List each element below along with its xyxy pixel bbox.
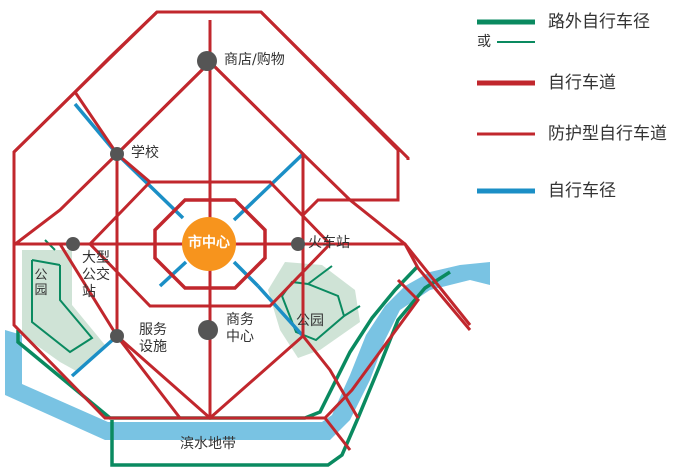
label-shopping: 商店/购物 xyxy=(224,52,285,68)
node-services xyxy=(110,329,124,343)
legend-offroad-label: 路外自行车径 xyxy=(548,12,650,32)
bike-lanes xyxy=(12,10,472,451)
legend-bike-path-label: 自行车径 xyxy=(548,181,616,201)
node-school xyxy=(110,147,124,161)
node-bus-station xyxy=(66,237,80,251)
park-left-area xyxy=(22,250,105,372)
label-park-left: 公园 xyxy=(34,268,48,298)
park-right-path xyxy=(280,265,361,342)
river xyxy=(5,262,490,440)
label-services: 服务设施 xyxy=(139,322,167,355)
node-business xyxy=(198,320,218,340)
label-bus-station: 大型公交站 xyxy=(82,250,110,300)
node-shopping xyxy=(197,51,217,71)
protected-ring xyxy=(153,198,267,290)
legend-bike-lane-label: 自行车道 xyxy=(548,73,616,93)
city-center-node xyxy=(182,217,236,271)
label-business: 商务中心 xyxy=(226,312,254,345)
label-park-right: 公园 xyxy=(296,313,324,329)
label-school: 学校 xyxy=(131,145,159,161)
label-city-center: 市中心 xyxy=(188,235,230,251)
legend-or-label: 或 xyxy=(477,34,491,50)
label-waterfront: 滨水地带 xyxy=(180,436,236,452)
label-train-station: 火车站 xyxy=(308,235,350,251)
node-train-station xyxy=(291,237,305,251)
legend-protected-label: 防护型自行车道 xyxy=(548,124,667,144)
